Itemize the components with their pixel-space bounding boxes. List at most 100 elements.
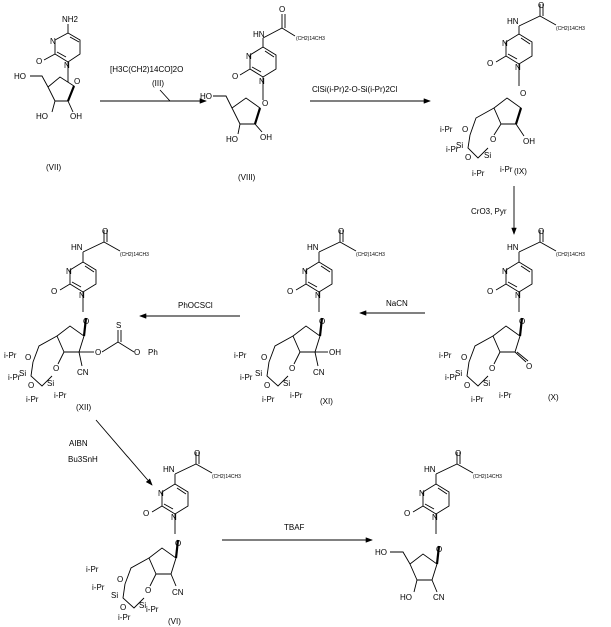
ipr-2: i-Pr [240, 373, 253, 382]
atom-o-ph: O [134, 348, 140, 357]
atom-oh: OH [329, 348, 341, 357]
reaction-arrow-3: CrO3, Pyr [471, 186, 517, 235]
atom-n1: N [259, 77, 265, 86]
atom-si1: Si [456, 141, 463, 150]
atom-cn: CN [77, 368, 89, 377]
atom-n3: N [419, 489, 425, 498]
ipr-4: i-Pr [500, 165, 513, 174]
atom-ring-o: O [262, 99, 268, 108]
ipr-3: i-Pr [26, 395, 39, 404]
reagent-step3: CrO3, Pyr [471, 207, 507, 216]
reaction-arrow-4: NaCN [359, 299, 425, 316]
atom-si2: Si [47, 379, 54, 388]
acyl-chain: (CH2)14CH3 [296, 36, 325, 42]
atom-ho3: HO [400, 593, 412, 602]
atom-n3: N [302, 267, 308, 276]
atom-ring-o: O [520, 89, 526, 98]
atom-ph: Ph [148, 348, 158, 357]
compound-XII: HN O (CH2)14CH3 N O N O O S O Ph CN O O … [4, 227, 158, 412]
ipr-1: i-Pr [440, 125, 453, 134]
atom-o5: O [25, 353, 31, 362]
reaction-arrow-1: [H3C(CH2)14CO]2O (III) [100, 65, 207, 104]
atom-carbonyl-o: O [102, 227, 108, 236]
ipr-2: i-Pr [92, 583, 105, 592]
compound-label-IX: (IX) [514, 167, 527, 176]
atom-o2: O [232, 72, 238, 81]
acyl-chain: (CH2)14CH3 [556, 252, 585, 258]
ipr-1: i-Pr [4, 351, 17, 360]
acyl-chain: (CH2)14CH3 [212, 474, 241, 480]
compound-label-XII: (XII) [76, 403, 91, 412]
atom-n3: N [246, 52, 252, 61]
atom-o5: O [461, 353, 467, 362]
atom-o-bridge: O [120, 603, 126, 612]
ipr-3: i-Pr [471, 395, 484, 404]
atom-si2: Si [483, 379, 490, 388]
atom-nh: HN [507, 243, 519, 252]
atom-oh2: OH [523, 137, 535, 146]
compound-label-VI: (VI) [168, 617, 181, 626]
atom-o2: O [487, 287, 493, 296]
atom-nh: HN [71, 243, 83, 252]
atom-oh2: OH [260, 133, 272, 142]
atom-carbonyl-o: O [538, 1, 544, 10]
ipr-2: i-Pr [445, 373, 458, 382]
atom-n1: N [64, 61, 70, 70]
ipr-4: i-Pr [499, 391, 512, 400]
atom-s: S [116, 321, 121, 330]
compound-XI: HN O (CH2)14CH3 N O N O OH CN O O Si O S… [234, 227, 385, 406]
atom-n3: N [502, 267, 508, 276]
atom-ring-o: O [519, 317, 525, 326]
atom-o3: O [489, 364, 495, 373]
atom-o-bridge: O [464, 381, 470, 390]
atom-ho5: HO [200, 92, 212, 101]
atom-n3: N [66, 267, 72, 276]
atom-o2: O [287, 287, 293, 296]
acyl-chain: (CH2)14CH3 [356, 252, 385, 258]
atom-ring-o: O [319, 317, 325, 326]
reagent-step2: ClSi(i-Pr)2-O-Si(i-Pr)2Cl [312, 85, 398, 94]
reaction-arrow-6: AIBN Bu3SnH [68, 419, 153, 486]
atom-o2: O [404, 509, 410, 518]
ipr-1: i-Pr [439, 351, 452, 360]
atom-n1: N [432, 513, 438, 522]
atom-n3: N [158, 489, 164, 498]
atom-o-bridge: O [28, 381, 34, 390]
compound-VI: HN O (CH2)14CH3 N O N O CN O O Si O Si i… [86, 449, 241, 626]
atom-ring-o: O [436, 545, 442, 554]
atom-ketone-o: O [526, 362, 532, 371]
atom-n1: N [79, 291, 85, 300]
ipr-4: i-Pr [146, 605, 159, 614]
atom-ho3: HO [36, 112, 48, 121]
atom-o-thio: O [95, 348, 101, 357]
atom-o3: O [53, 364, 59, 373]
reaction-arrow-7: TBAF [222, 523, 373, 543]
atom-o3: O [145, 586, 151, 595]
compound-VII: NH2 N O N O HO HO OH (VII) [14, 15, 82, 172]
atom-nh: HN [307, 243, 319, 252]
atom-si1: Si [19, 369, 26, 378]
atom-si2: Si [484, 151, 491, 160]
reagent-step6-line1: AIBN [69, 439, 88, 448]
ipr-1: i-Pr [86, 565, 99, 574]
ipr-1: i-Pr [234, 351, 247, 360]
atom-si2: Si [139, 601, 146, 610]
atom-n1: N [515, 63, 521, 72]
atom-n1: N [515, 291, 521, 300]
atom-o2: O [143, 509, 149, 518]
atom-o5: O [261, 353, 267, 362]
atom-cn: CN [433, 593, 445, 602]
atom-ring-o: O [175, 539, 181, 548]
atom-nh: HN [163, 465, 175, 474]
atom-si1: Si [255, 369, 262, 378]
atom-n1: N [171, 513, 177, 522]
atom-o3: O [490, 135, 496, 144]
atom-ring-o: O [74, 77, 80, 86]
atom-o3: O [289, 364, 295, 373]
compound-X: HN O (CH2)14CH3 N O N O O O O Si O Si i-… [439, 227, 585, 404]
reagent-step5: PhOCSCl [178, 301, 213, 310]
atom-carbonyl-o: O [279, 5, 285, 14]
acyl-chain: (CH2)14CH3 [473, 474, 502, 480]
atom-carbonyl-o: O [455, 449, 461, 458]
